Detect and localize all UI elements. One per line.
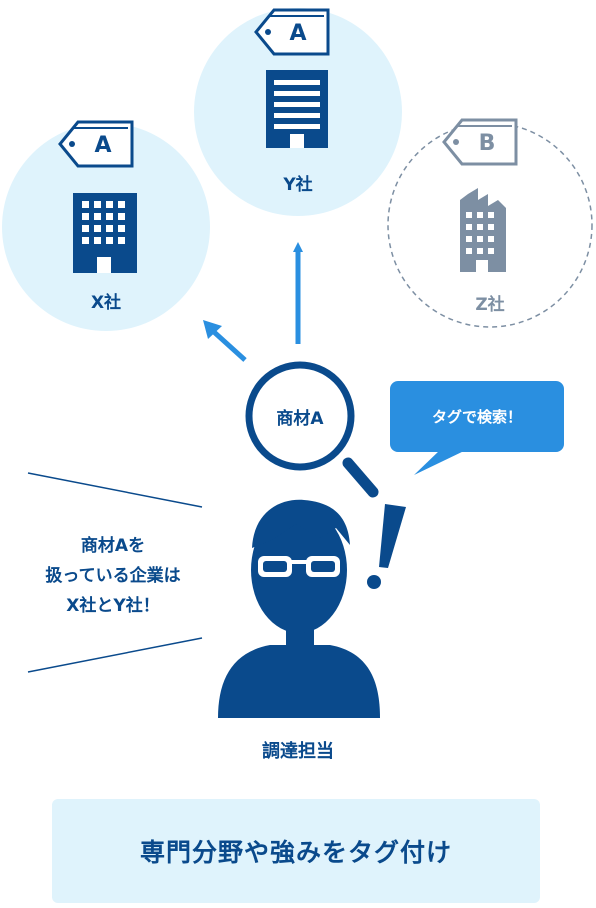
company-y-tag: A	[289, 21, 306, 46]
role-label: 調達担当	[262, 740, 334, 762]
office-building-icon	[266, 70, 328, 148]
arrow-to-x-head	[203, 320, 222, 339]
company-z-name: Z社	[475, 294, 504, 315]
company-x: A X社	[2, 120, 210, 331]
tag-a-icon: A	[254, 8, 330, 56]
company-x-tag: A	[94, 133, 111, 158]
person-icon	[218, 499, 380, 718]
thought-line-top	[27, 472, 203, 508]
search-bubble: タグで検索！	[390, 381, 564, 475]
magnifier-label: 商材A	[276, 408, 324, 429]
search-bubble-text: タグで検索！	[432, 408, 522, 426]
exclamation-icon	[367, 504, 406, 589]
tag-a-icon: A	[58, 120, 134, 168]
office-building-icon	[73, 193, 137, 273]
office-building-icon	[460, 188, 506, 272]
company-z: B Z社	[387, 118, 593, 328]
tagging-banner: 専門分野や強みをタグ付け	[52, 799, 540, 903]
company-y-name: Y社	[282, 174, 312, 195]
thought-line-2: 扱っている企業は	[45, 565, 180, 586]
thought-line-3: X社とY社！	[66, 595, 159, 616]
thought-text: 商材Aを 扱っている企業は X社とY社！	[45, 535, 180, 616]
arrow-to-x	[212, 330, 247, 362]
magnifier-icon: 商材A	[245, 361, 379, 498]
thought-line-bottom	[27, 637, 203, 673]
thought-line-1: 商材Aを	[81, 535, 145, 556]
banner-text: 専門分野や強みをタグ付け	[139, 838, 452, 867]
company-y: A Y社	[194, 8, 402, 216]
company-z-tag: B	[479, 131, 496, 156]
glasses-icon	[258, 556, 340, 577]
company-x-name: X社	[91, 292, 121, 313]
tag-b-icon: B	[442, 118, 518, 166]
